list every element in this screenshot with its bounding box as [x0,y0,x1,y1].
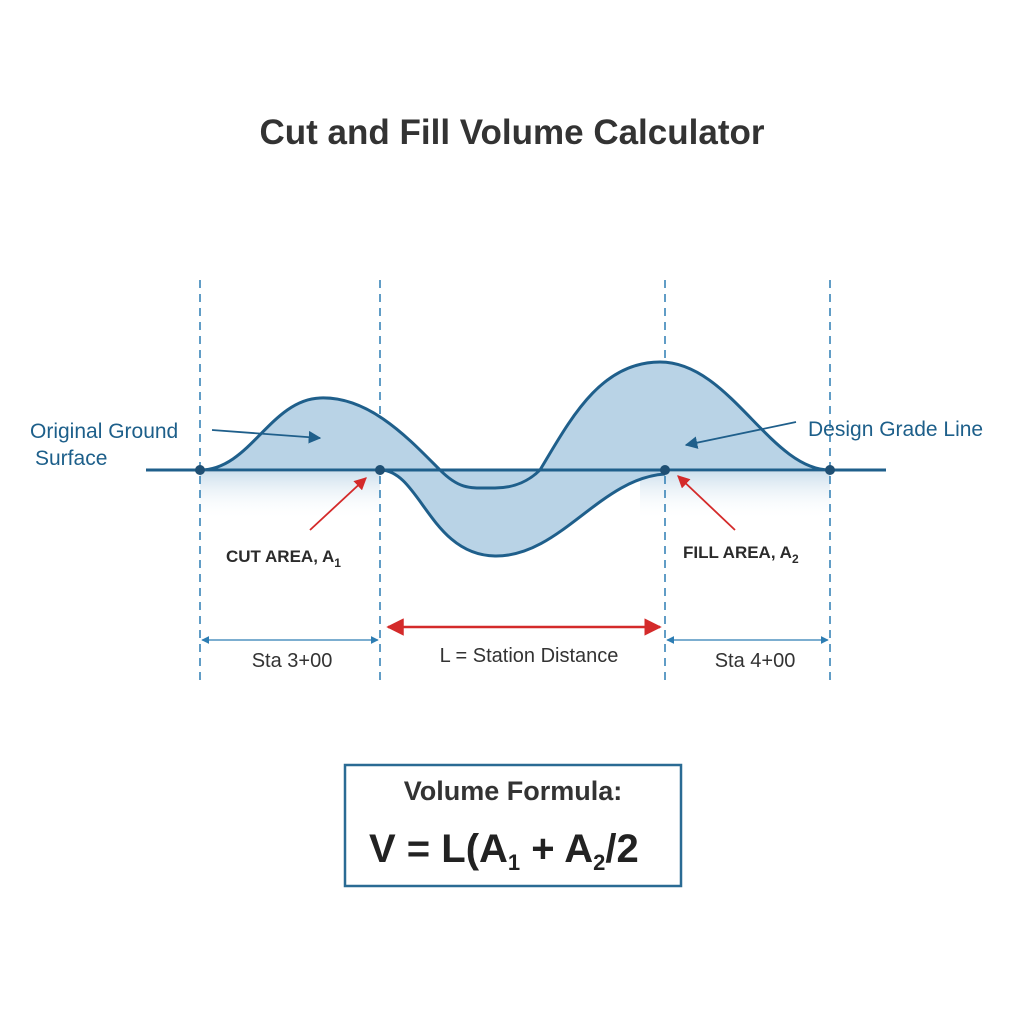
fill-trough-region [380,470,665,557]
formula-part-3: /2 [605,827,638,871]
design-grade-pointer [684,421,797,449]
formula-part-1: V = L(A [369,827,508,871]
design-grade-label: Design Grade Line [808,418,983,441]
ground-shadow-left [200,472,380,520]
sta-left-label: Sta 3+00 [252,650,333,672]
fill-area-label-sub: 2 [792,552,799,566]
formula-part-2: + A [520,827,593,871]
sta-right-label: Sta 4+00 [715,650,796,672]
volume-formula: V = L(A1 + A2/2 [369,827,639,875]
station-distance-label: L = Station Distance [440,645,619,667]
original-ground-pointer [211,429,322,444]
fill-area-label-text: FILL AREA, A [683,543,792,562]
cut-area-label: CUT AREA, A1 [226,547,341,570]
ground-shadow-right [640,472,830,520]
design-trough-curve [379,468,666,558]
formula-box [343,763,683,888]
original-ground-curve [199,360,831,490]
original-ground-label: Original Ground Surface [30,420,184,470]
station-point-1 [195,465,205,475]
station-point-2 [375,465,385,475]
station-point-3 [660,465,670,475]
cut-area-label-sub: 1 [334,556,341,570]
station-lines [199,280,831,680]
fill-area-label: FILL AREA, A2 [683,543,799,566]
formula-heading: Volume Formula: [404,776,623,806]
station-points [195,465,835,475]
cut-area-pointer [309,477,367,531]
fill-hump-region [540,362,830,470]
formula-sub-2: 2 [593,850,605,875]
diagram-title: Cut and Fill Volume Calculator [260,113,765,152]
fill-area-pointer [677,475,736,531]
station-point-4 [825,465,835,475]
original-ground-label-line2: Surface [35,447,107,470]
original-ground-label-line1: Original Ground [30,420,178,443]
formula-sub-1: 1 [508,850,520,875]
cut-area-label-text: CUT AREA, A [226,547,334,566]
